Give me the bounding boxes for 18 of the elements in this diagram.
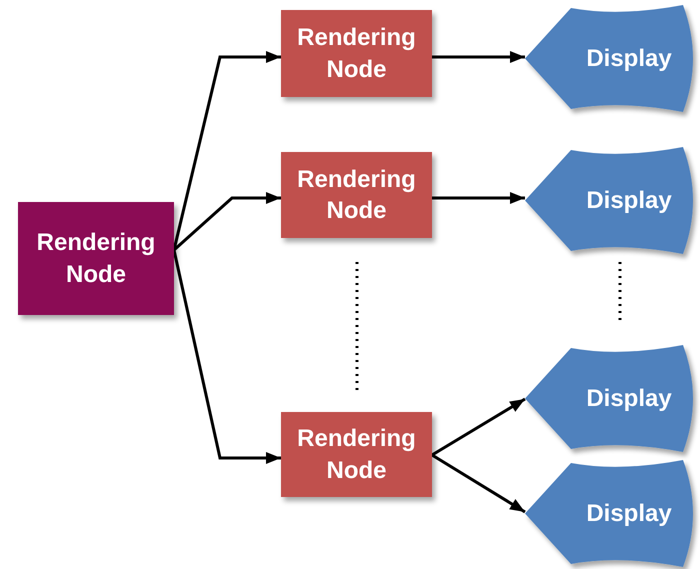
rendering-node-box (281, 412, 432, 497)
node-label: Display (586, 498, 672, 529)
arrow (431, 454, 526, 514)
arrow (431, 398, 526, 456)
node-label: Display (586, 186, 672, 216)
node-label: Rendering Node (36, 228, 156, 290)
node-label: Rendering Node (296, 23, 417, 84)
node-label: Display (586, 384, 672, 414)
rendering-node-box (281, 152, 432, 238)
arrow (172, 250, 281, 464)
rendering-node-box (18, 202, 174, 315)
arrow (432, 51, 525, 63)
node-label: Rendering Node (296, 424, 417, 486)
node-label: Display (586, 44, 672, 74)
rendering-node-box (281, 10, 432, 97)
arrow (173, 192, 281, 252)
node-label: Rendering Node (296, 164, 417, 226)
arrow (432, 192, 525, 204)
